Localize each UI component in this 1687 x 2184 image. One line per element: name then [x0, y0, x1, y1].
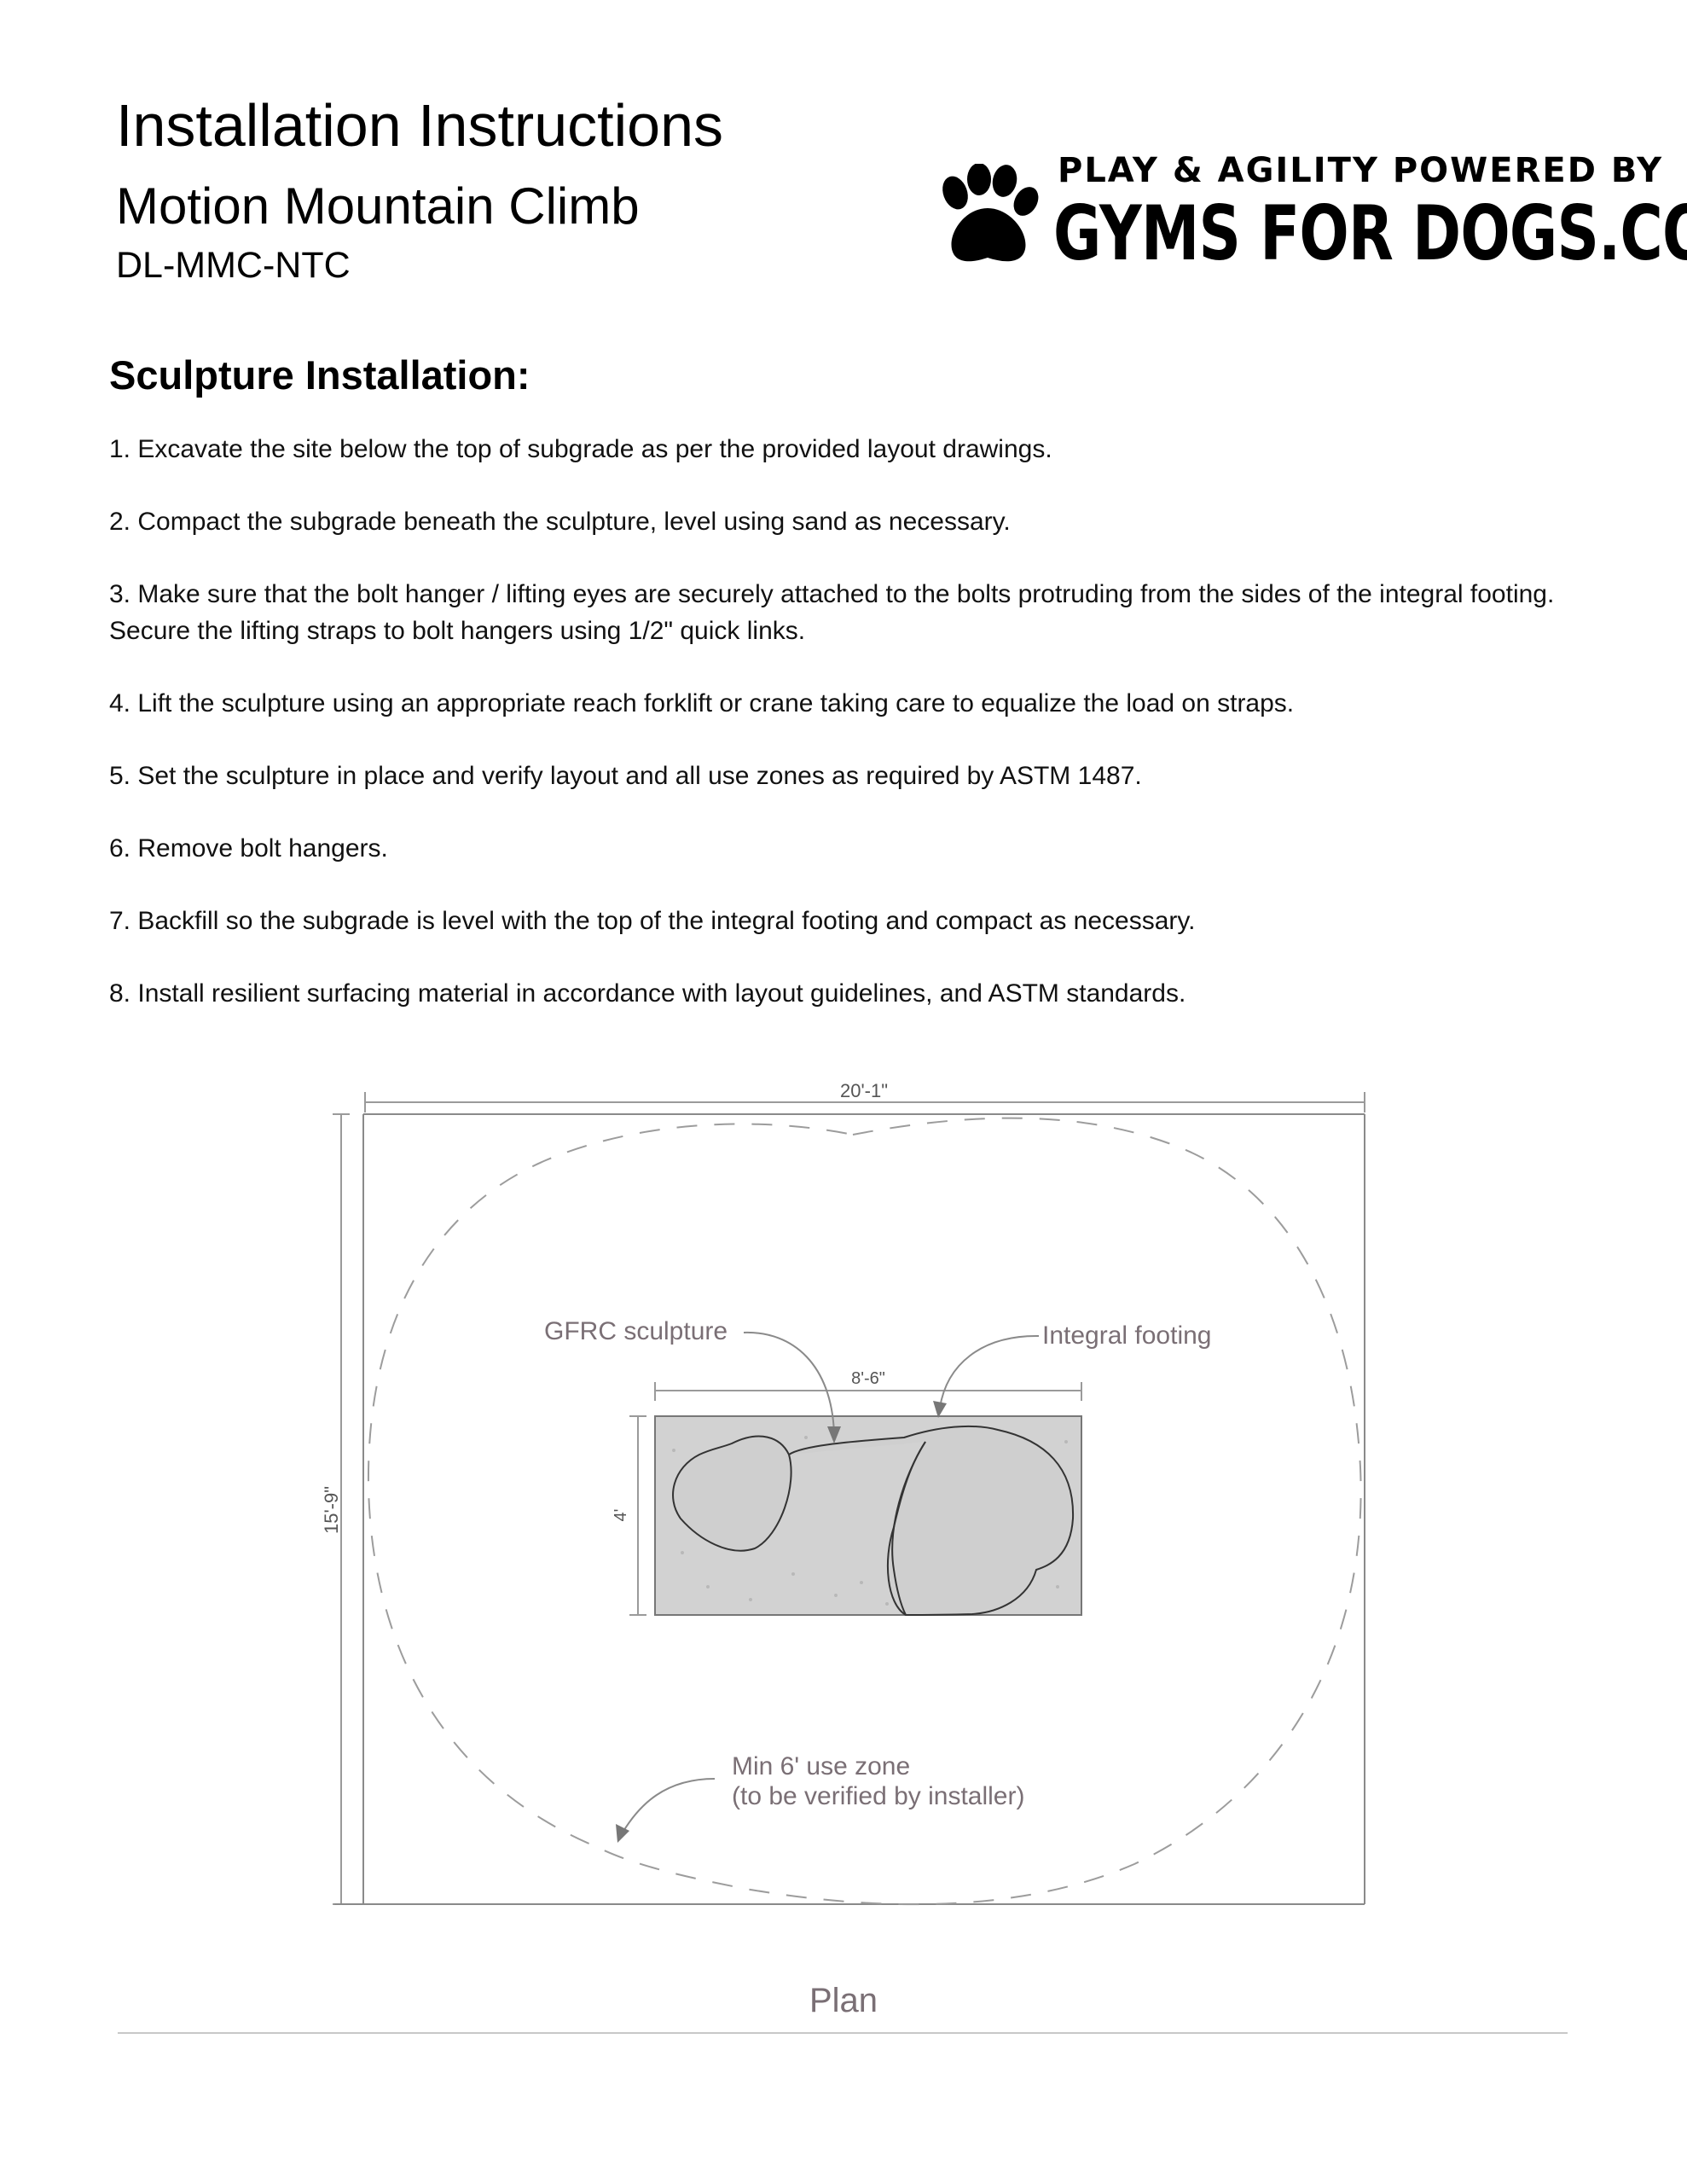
footing-width-dimension: [654, 1382, 1082, 1401]
plan-drawing: 20'-1" 15'-9" 8'-6" 4': [321, 1080, 1365, 1906]
paw-print-icon: [942, 164, 1039, 262]
gfrc-sculpture: [672, 1425, 1075, 1617]
step-item: 6. Remove bolt hangers.: [109, 834, 388, 863]
product-code: DL-MMC-NTC: [116, 245, 351, 286]
installation-steps: 1. Excavate the site below the top of su…: [109, 431, 1576, 1048]
brand-logo: PLAY & AGILITY POWERED BY GYMS FOR DOGS.…: [930, 154, 1687, 282]
document-title: Installation Instructions: [116, 92, 724, 159]
overall-width-label: 20'-1": [840, 1080, 888, 1101]
step-item: 5. Set the sculpture in place and verify…: [109, 762, 1142, 790]
step-item: 2. Compact the subgrade beneath the scul…: [109, 508, 1011, 536]
logo-tagline: PLAY & AGILITY POWERED BY: [1058, 151, 1664, 190]
use-zone-outline: [367, 1117, 1362, 1906]
step-item: 3. Make sure that the bolt hanger / lift…: [109, 580, 1555, 645]
step-item: 4. Lift the sculpture using an appropria…: [109, 689, 1295, 717]
footing-depth-dimension: [629, 1415, 646, 1616]
product-name: Motion Mountain Climb: [116, 177, 640, 235]
step-item: 8. Install resilient surfacing material …: [109, 979, 1186, 1008]
integral-footing-label: Integral footing: [1042, 1321, 1211, 1350]
overall-width-dimension: [364, 1092, 1365, 1112]
footing-width-label: 8'-6": [851, 1369, 885, 1388]
site-boundary: [334, 1113, 1365, 1905]
footing-depth-label: 4': [612, 1509, 630, 1522]
plan-caption: Plan: [809, 1982, 878, 2019]
callout-leaders: [622, 1331, 1040, 1833]
section-heading: Sculpture Installation:: [109, 352, 530, 398]
gfrc-sculpture-label: GFRC sculpture: [544, 1317, 728, 1345]
step-item: 1. Excavate the site below the top of su…: [109, 435, 1052, 463]
bottom-divider: [118, 2032, 1568, 2034]
use-zone-note: (to be verified by installer): [732, 1782, 1024, 1810]
step-item: 7. Backfill so the subgrade is level wit…: [109, 907, 1196, 935]
callout-arrowheads: [616, 1401, 947, 1843]
overall-depth-label: 15'-9": [321, 1486, 342, 1534]
use-zone-label: Min 6' use zone: [732, 1752, 910, 1780]
logo-brand-name: GYMS FOR DOGS.COM: [1053, 189, 1687, 277]
